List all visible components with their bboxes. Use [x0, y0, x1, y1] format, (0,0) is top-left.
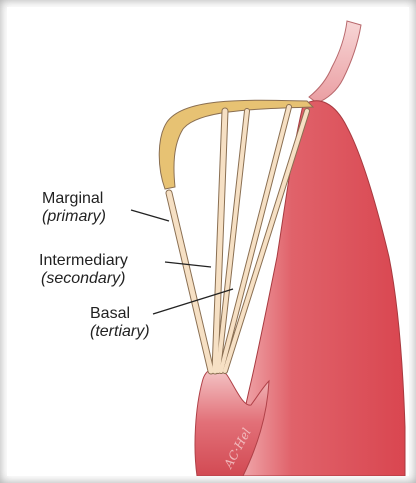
chorda-marginal	[169, 193, 211, 371]
label-marginal: Marginal (primary)	[42, 190, 106, 226]
label-basal: Basal (tertiary)	[90, 305, 150, 341]
label-basal-sub: (tertiary)	[90, 323, 150, 341]
chordae-diagram: AC·Hel	[7, 7, 409, 476]
label-marginal-name: Marginal	[42, 190, 103, 207]
label-basal-name: Basal	[90, 305, 130, 322]
diagram-canvas: AC·Hel Marginal (primary) Intermediary (…	[7, 7, 409, 476]
label-marginal-sub: (primary)	[42, 208, 106, 226]
label-intermediary-sub: (secondary)	[39, 270, 128, 288]
label-intermediary-name: Intermediary	[39, 252, 128, 269]
label-intermediary: Intermediary (secondary)	[39, 252, 128, 288]
leader-line-marginal	[131, 210, 169, 221]
annulus-vessel	[309, 21, 361, 103]
